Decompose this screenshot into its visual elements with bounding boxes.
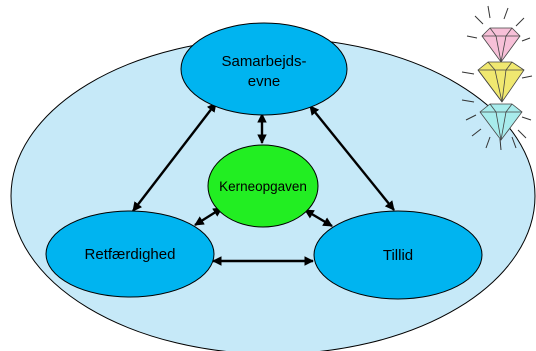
node-tillid-shape [313, 210, 483, 300]
node-kerneopgaven: Kerneopgaven [207, 144, 319, 228]
arrow-right-center [304, 208, 333, 228]
node-samarbejdsevne: Samarbejds- evne [180, 22, 348, 116]
node-samarbejdsevne-line2: evne [248, 73, 281, 90]
node-samarbejdsevne-shape [180, 22, 348, 116]
arrow-top-right [309, 105, 395, 211]
node-retfaerdighed-shape [45, 210, 215, 298]
arrow-top-left [132, 102, 217, 212]
yellow-diamond-icon [477, 61, 525, 103]
sparkle-lines [461, 5, 533, 151]
node-retfaerdighed-label: Retfærdighed [85, 246, 176, 263]
node-kerneopgaven-shape [207, 144, 319, 228]
gems-clipart [461, 5, 533, 151]
node-tillid-label: Tillid [383, 247, 413, 264]
node-samarbejdsevne-line1: Samarbejds- [221, 53, 306, 70]
cyan-diamond-icon [479, 103, 523, 141]
node-kerneopgaven-label: Kerneopgaven [219, 179, 307, 194]
pink-diamond-icon [481, 27, 521, 63]
node-tillid: Tillid [313, 210, 483, 300]
arrow-left-center [194, 206, 223, 227]
node-retfaerdighed: Retfærdighed [45, 210, 215, 298]
